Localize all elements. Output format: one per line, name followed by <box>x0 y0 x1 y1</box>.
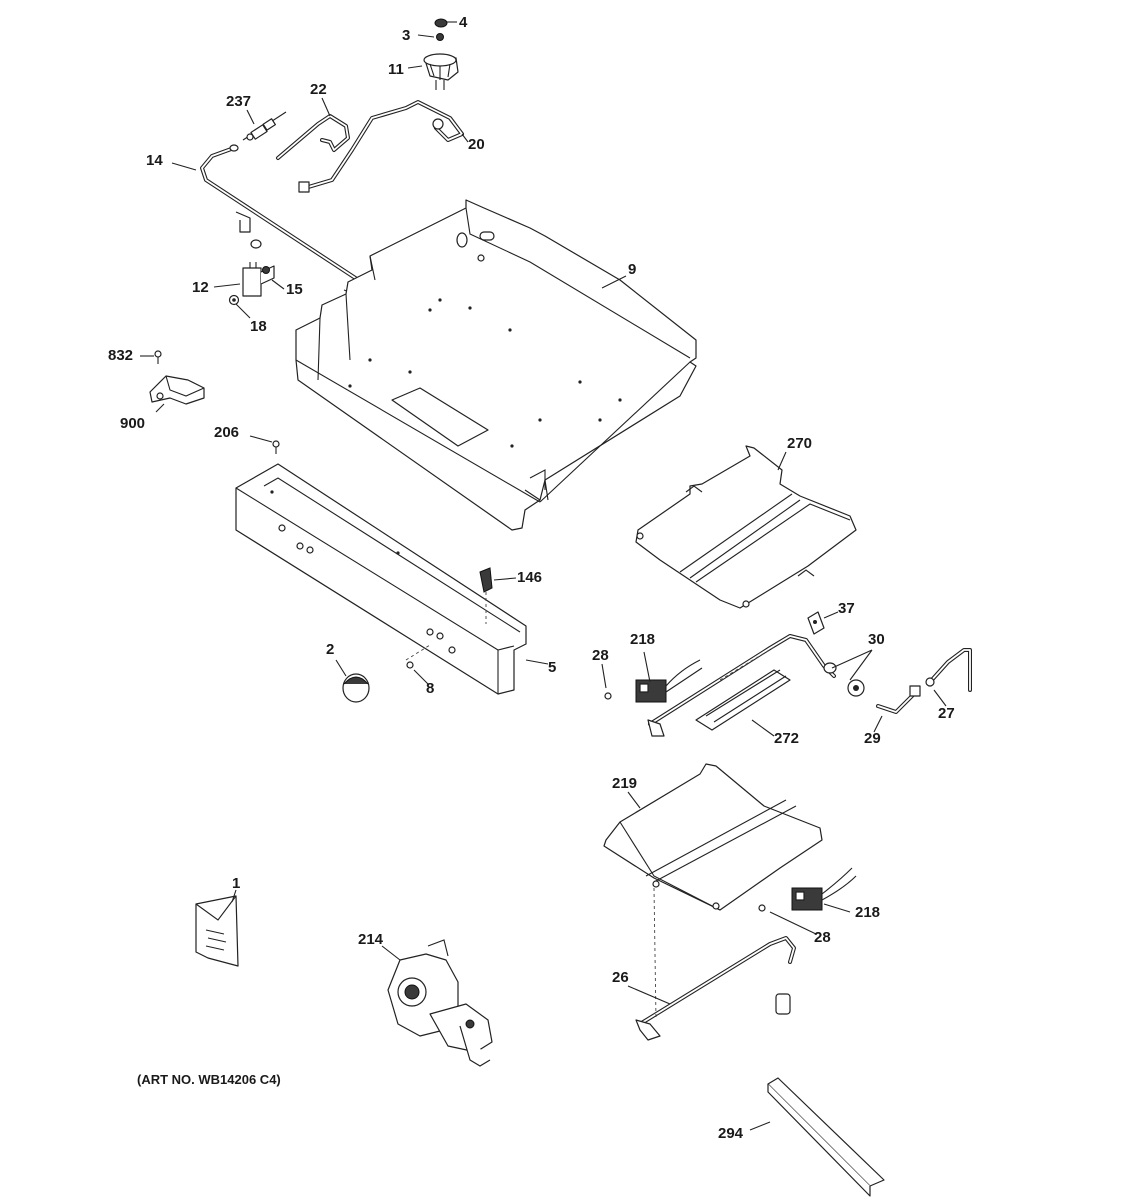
callout-2: 2 <box>326 641 335 658</box>
part-237-fitting <box>242 111 287 141</box>
leader-lines <box>140 21 947 1131</box>
part-832-screw <box>154 350 162 364</box>
part-146-clip <box>479 567 493 624</box>
callout-28-upper: 28 <box>592 647 609 664</box>
part-294-rail <box>767 1077 885 1197</box>
part-218-igniter-upper <box>635 659 703 703</box>
art-number: (ART NO. WB14206 C4) <box>137 1072 281 1087</box>
part-28-screw-upper <box>604 692 612 700</box>
callout-14: 14 <box>146 152 163 169</box>
callout-22: 22 <box>310 81 327 98</box>
part-29-elbow <box>876 685 921 714</box>
part-1-literature <box>195 895 239 967</box>
part-9-burner-box <box>295 199 697 531</box>
callout-1: 1 <box>232 875 241 892</box>
part-27-tube <box>925 648 972 692</box>
callout-218-upper: 218 <box>630 631 656 648</box>
part-20-gas-tube <box>298 100 464 193</box>
callout-15: 15 <box>286 281 303 298</box>
part-206-screw <box>272 440 280 454</box>
callout-237: 237 <box>226 93 252 110</box>
callout-832: 832 <box>108 347 134 364</box>
callout-206: 206 <box>214 424 240 441</box>
part-11-burner-cap <box>423 53 459 90</box>
part-8-screw <box>405 644 431 669</box>
part-900-bracket <box>149 375 205 405</box>
callout-27: 27 <box>938 705 955 722</box>
callout-9: 9 <box>628 261 637 278</box>
callout-214: 214 <box>358 931 384 948</box>
callout-4: 4 <box>459 14 468 31</box>
callout-270: 270 <box>787 435 813 452</box>
callout-5: 5 <box>548 659 557 676</box>
part-22-gas-tube <box>276 114 350 160</box>
part-2-knob <box>342 673 370 703</box>
callout-146: 146 <box>517 569 543 586</box>
callout-218-lower: 218 <box>855 904 881 921</box>
callout-29: 29 <box>864 730 881 747</box>
callout-12: 12 <box>192 279 209 296</box>
part-5-manifold-panel <box>235 463 527 695</box>
part-26-burner-lower <box>635 887 796 1041</box>
part-30-air-shutter <box>823 662 865 697</box>
part-214-gas-valve <box>387 939 493 1067</box>
part-18-nut <box>228 294 240 306</box>
callout-26: 26 <box>612 969 629 986</box>
part-4-washer <box>434 18 448 28</box>
part-28-screw-lower <box>758 904 766 912</box>
part-218-igniter-lower <box>791 867 857 911</box>
part-219-lower-shield <box>603 763 823 911</box>
callout-28-lower: 28 <box>814 929 831 946</box>
callout-11: 11 <box>388 61 404 78</box>
part-37-clip <box>807 611 825 635</box>
part-270-heat-shield <box>635 445 857 609</box>
callout-37: 37 <box>838 600 855 617</box>
callout-272: 272 <box>774 730 800 747</box>
callout-294: 294 <box>718 1125 744 1142</box>
part-9-mounting-holes <box>348 298 622 448</box>
callout-20: 20 <box>468 136 485 153</box>
callout-30: 30 <box>868 631 885 648</box>
callout-8: 8 <box>426 680 435 697</box>
callout-18: 18 <box>250 318 267 335</box>
callout-900: 900 <box>120 415 146 432</box>
callout-219: 219 <box>612 775 638 792</box>
part-12-15-valve-bracket <box>242 239 275 297</box>
callout-3: 3 <box>402 27 411 44</box>
part-3-orifice <box>436 33 444 41</box>
